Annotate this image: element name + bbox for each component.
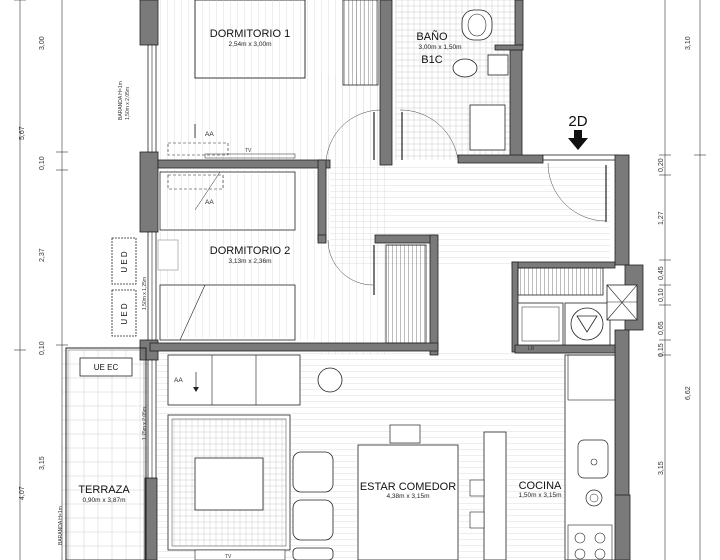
tv-2-label: TV [225,554,232,560]
estar-name: ESTAR COMEDOR [360,481,456,493]
bano-dims: 3,00m x 1,50m [419,44,462,51]
tv-1-label: TV [245,148,252,154]
aa-1-label: AA [205,131,214,138]
dim-left-3: 0,10 [39,156,46,170]
dim-right-6: 0,65 [658,321,665,335]
dim-right-7: 0,15 [658,343,665,357]
baranda-2-label: BARANDA H=1m [58,506,64,545]
dim-right-3: 1,27 [658,211,665,225]
left-dimension-labels: 3,00 5,67 0,10 2,37 0,10 3,15 4,07 [19,36,46,500]
dormitorio-2: AA DORMITORIO 2 3,13m x 2,36m [157,171,296,341]
ued-units: U E D U E D [111,237,137,337]
kitchen: LR COCINA 1,50m x 3,15m [517,267,638,560]
dormitorio-1: DORMITORIO 1 2,54m x 3,00m AA TV [167,0,306,159]
left-window: BARANDA H=1m 1,50m x 2,05m 1,50m x 1,25m… [58,44,157,545]
estar-comedor: AA TV ESTAR COMEDOR 4,38m x 3,15m [167,354,507,560]
baranda-1-label: BARANDA H=1m [118,81,124,120]
cocina-dims: 1,50m x 3,15m [519,492,562,499]
closet-middle [373,244,427,344]
dim-right-5: 0,10 [658,288,665,302]
dormitorio-1-name: DORMITORIO 1 [210,28,290,40]
dim-left-5: 0,10 [39,341,46,355]
terraza-name: TERRAZA [78,484,130,496]
ued-1-label: U E D [120,251,129,273]
closet-top [342,0,379,86]
aa-3-label: AA [174,377,183,384]
dormitorio-1-dims: 2,54m x 3,00m [229,41,272,48]
section-2d-marker: 2D [568,113,588,150]
dormitorio-2-name: DORMITORIO 2 [210,245,290,257]
aa-2-label: AA [205,199,214,206]
window-2-dims: 1,75m x 2,05m [142,407,148,440]
baranda-1-dims: 1,50m x 2,05m [125,87,131,120]
bathroom: BAÑO 3,00m x 1,50m B1C [416,9,509,151]
dim-right-1: 3,10 [685,36,692,50]
section-2d-label: 2D [568,113,587,130]
right-dimension-labels: 3,10 0,20 1,27 0,45 0,10 0,65 0,15 6,62 … [658,36,692,475]
estar-dims: 4,38m x 3,15m [387,493,430,500]
ued-2-label: U E D [120,303,129,325]
left-dimension-lines [14,0,68,560]
dim-right-2: 0,20 [658,158,665,172]
door-swings [325,109,607,286]
dim-left-4: 2,37 [39,248,46,262]
dim-right-4: 0,45 [658,266,665,280]
window-1-dims: 1,50m x 1,25m [142,277,148,310]
dim-left-7: 4,07 [19,486,26,500]
dim-right-9: 3,15 [658,461,665,475]
dim-left-6: 3,15 [39,456,46,470]
right-dimension-lines [659,0,706,560]
bano-name: BAÑO [416,30,448,43]
ue-ec-label: UE EC [94,363,119,372]
lr-label: LR [528,346,535,352]
bano-code: B1C [421,54,442,66]
dim-left-1: 3,00 [39,36,46,50]
dim-right-8: 6,62 [685,386,692,400]
cocina-name: COCINA [519,480,562,492]
dormitorio-2-dims: 3,13m x 2,36m [229,258,272,265]
dim-left-2: 5,67 [19,126,26,140]
terraza-dims: 0,90m x 3,87m [83,497,126,504]
terraza: UE EC TERRAZA 0,90m x 3,87m [65,347,147,560]
